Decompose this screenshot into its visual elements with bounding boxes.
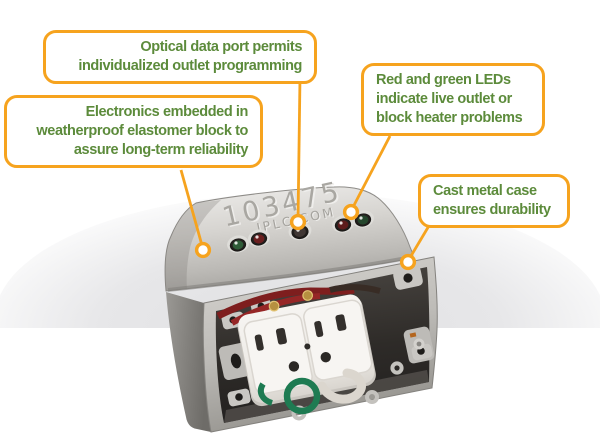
green-ground-wire: [283, 377, 321, 415]
brass-screws: [268, 290, 314, 312]
marker-leds: [342, 203, 360, 221]
outlet-hole: [288, 361, 300, 372]
outlet-slot: [254, 334, 264, 351]
outlet-hole: [320, 351, 331, 363]
black-wire: [329, 284, 381, 294]
outlet-slot: [335, 314, 347, 331]
dome-shading: [165, 200, 221, 291]
copper-contact: [409, 332, 417, 338]
green-ground-wire: [257, 382, 274, 406]
marker-optical-port: [289, 213, 307, 231]
marker-electronics: [194, 241, 212, 259]
outlet-device: 103475 103475 IPLC.COM IPLC.COM: [164, 176, 438, 433]
outlet-slot: [275, 327, 287, 345]
dome-lip: [167, 255, 413, 292]
leader-line: [296, 76, 302, 222]
outlet-slot: [314, 320, 324, 338]
center-screw-hole: [304, 343, 311, 350]
white-wire: [317, 368, 366, 404]
case-left-side: [166, 292, 211, 432]
callout-markers: [194, 203, 417, 271]
marker-cast-metal: [399, 253, 417, 271]
duplex-outlet: [237, 290, 376, 407]
leader-lines: [179, 76, 435, 262]
leader-line: [179, 169, 205, 250]
led-row: [227, 210, 374, 253]
leader-line: [349, 135, 392, 212]
